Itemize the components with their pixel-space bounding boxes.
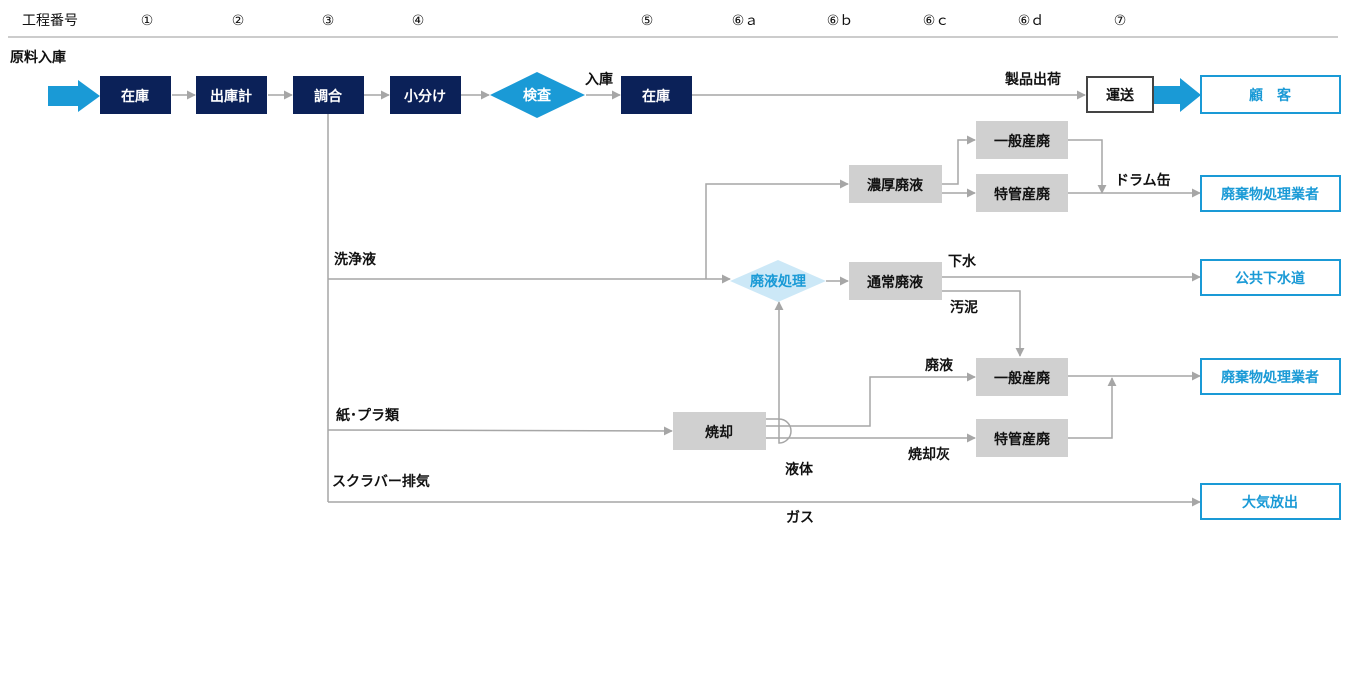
step-3: ③ — [322, 13, 335, 29]
label-waste-liquid: 廃液 — [925, 357, 954, 374]
connectors — [172, 90, 1201, 507]
step-6a: ⑥ａ — [732, 13, 759, 29]
node-atmospheric-release: 大気放出 — [1200, 483, 1341, 520]
label-incineration-ash: 焼却灰 — [908, 446, 950, 463]
svg-text:小分け: 小分け — [404, 89, 446, 105]
svg-text:公共下水道: 公共下水道 — [1235, 270, 1305, 287]
step-6d: ⑥ｄ — [1018, 13, 1045, 29]
raw-material-arrow-icon — [48, 80, 100, 112]
edge-labels: 原料入庫 入庫 製品出荷 ドラム缶 洗浄液 下水 汚泥 廃液 紙･プラ類 焼却灰… — [10, 49, 1171, 526]
label-cleaning-liquid: 洗浄液 — [334, 251, 377, 268]
edge-sludge — [942, 290, 1025, 357]
node-customer: 顧 客 — [1200, 75, 1341, 114]
step-1: ① — [141, 13, 154, 29]
svg-text:廃液処理: 廃液処理 — [750, 273, 806, 290]
svg-text:在庫: 在庫 — [642, 88, 670, 105]
svg-text:焼却: 焼却 — [705, 424, 733, 441]
label-liquid: 液体 — [785, 461, 814, 478]
label-scrubber-exhaust: スクラバー排気 — [332, 473, 430, 490]
edge-special-bottom-merge — [1068, 377, 1117, 439]
node-shipping-meter: 出庫計 — [196, 76, 267, 114]
svg-text:一般産廃: 一般産廃 — [994, 133, 1051, 150]
node-incineration: 焼却 — [673, 412, 766, 450]
svg-text:検査: 検査 — [523, 87, 552, 104]
label-paper-plastics: 紙･プラ類 — [336, 407, 400, 424]
svg-text:廃棄物処理業者: 廃棄物処理業者 — [1221, 186, 1319, 203]
svg-text:顧 客: 顧 客 — [1249, 87, 1292, 104]
svg-text:調合: 調合 — [314, 88, 343, 105]
label-receipt: 入庫 — [585, 71, 613, 88]
step-2: ② — [232, 13, 245, 29]
svg-text:特管産廃: 特管産廃 — [994, 186, 1051, 203]
node-general-waste-top: 一般産廃 — [976, 121, 1068, 159]
node-transport: 運送 — [1086, 76, 1154, 113]
step-7: ⑦ — [1114, 13, 1127, 29]
node-inventory-1: 在庫 — [100, 76, 171, 114]
node-general-waste-bottom: 一般産廃 — [976, 358, 1068, 396]
label-drum-can: ドラム缶 — [1115, 172, 1171, 189]
label-sludge: 汚泥 — [950, 299, 978, 316]
edge-thick-to-general — [942, 135, 976, 185]
svg-text:廃棄物処理業者: 廃棄物処理業者 — [1221, 369, 1319, 386]
svg-text:運送: 運送 — [1106, 87, 1135, 104]
node-special-waste-top: 特管産廃 — [976, 174, 1068, 212]
node-waste-vendor-bottom: 廃棄物処理業者 — [1200, 358, 1341, 395]
node-normal-waste-liquid: 通常廃液 — [849, 262, 942, 300]
edge-general-top-merge — [1068, 139, 1107, 194]
svg-text:特管産廃: 特管産廃 — [994, 431, 1051, 448]
label-gas: ガス — [786, 510, 814, 526]
step-6b: ⑥ｂ — [827, 13, 854, 29]
svg-text:通常廃液: 通常廃液 — [867, 274, 924, 291]
svg-text:濃厚廃液: 濃厚廃液 — [867, 177, 924, 194]
node-blending: 調合 — [293, 76, 364, 114]
svg-text:一般産廃: 一般産廃 — [994, 370, 1051, 387]
label-product-shipment: 製品出荷 — [1004, 71, 1061, 88]
edge-to-thick-waste — [705, 179, 849, 279]
node-inventory-2: 在庫 — [621, 76, 692, 114]
svg-text:在庫: 在庫 — [121, 88, 149, 105]
node-waste-vendor-top: 廃棄物処理業者 — [1200, 175, 1341, 212]
node-public-sewer: 公共下水道 — [1200, 259, 1341, 296]
label-raw-material-receipt: 原料入庫 — [10, 49, 66, 66]
step-6c: ⑥ｃ — [923, 13, 950, 29]
edge-paper-plastics — [327, 426, 673, 436]
svg-text:大気放出: 大気放出 — [1242, 494, 1298, 511]
node-thick-waste-liquid: 濃厚廃液 — [849, 165, 942, 203]
node-subdivision: 小分け — [390, 76, 461, 114]
node-special-waste-bottom: 特管産廃 — [976, 419, 1068, 457]
delivery-arrow-icon — [1154, 78, 1201, 112]
process-number-label: 工程番号 — [22, 13, 78, 29]
step-5: ⑤ — [641, 13, 654, 29]
node-waste-liquid-treatment: 廃液処理 — [730, 260, 826, 302]
node-inspection: 検査 — [490, 72, 585, 118]
label-sewage: 下水 — [948, 253, 977, 270]
edge-waste-liquid — [766, 372, 976, 427]
step-4: ④ — [412, 13, 425, 29]
edge-liquid-return — [766, 301, 792, 444]
svg-text:出庫計: 出庫計 — [210, 88, 252, 105]
header-row: 工程番号 ① ② ③ ④ ⑤ ⑥ａ ⑥ｂ ⑥ｃ ⑥ｄ ⑦ — [8, 13, 1338, 38]
